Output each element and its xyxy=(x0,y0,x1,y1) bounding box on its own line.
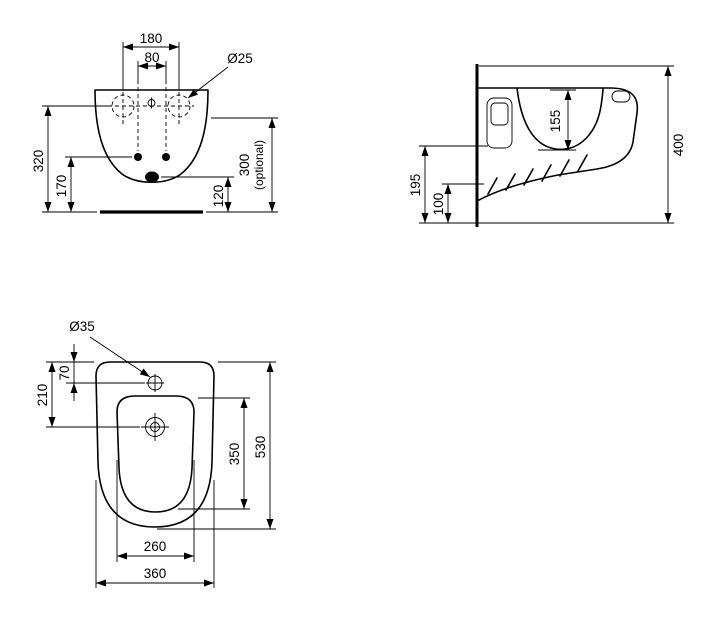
dim-155: 155 xyxy=(538,89,576,151)
dim-180: 180 xyxy=(122,31,180,90)
dim-label-120: 120 xyxy=(211,185,226,208)
side-view: 155 400 195 100 xyxy=(408,64,686,227)
leader-line xyxy=(187,66,229,99)
dim-195: 195 xyxy=(408,145,488,223)
dim-label-80: 80 xyxy=(144,50,159,65)
dim-170: 170 xyxy=(54,156,132,212)
bidet-side-profile xyxy=(478,87,639,201)
dim-label-530: 530 xyxy=(253,436,268,459)
supply-hole-left xyxy=(134,153,142,161)
leader-line xyxy=(89,336,151,378)
dim-260: 260 xyxy=(116,460,195,562)
bidet-front-outline xyxy=(94,89,209,183)
dia-25-label: Ø25 xyxy=(227,51,253,66)
dim-label-300-note: (optional) xyxy=(252,140,266,190)
slat-line xyxy=(505,173,516,191)
fixing-box-inner xyxy=(490,102,509,126)
drain-hole xyxy=(145,171,159,183)
fixing-box-outline xyxy=(486,97,513,149)
dim-530: 530 xyxy=(157,361,276,530)
dim-label-400: 400 xyxy=(671,134,686,157)
slat-line xyxy=(487,177,498,195)
dim-label-195: 195 xyxy=(408,174,423,197)
dim-300-optional: 300 (optional) xyxy=(211,117,278,212)
dim-320: 320 xyxy=(31,105,108,213)
dim-100: 100 xyxy=(431,183,484,223)
callout-dia-25: Ø25 xyxy=(187,51,253,99)
dim-label-100: 100 xyxy=(431,193,446,216)
dim-label-260: 260 xyxy=(144,539,167,554)
plan-view: Ø35 70 210 350 xyxy=(35,319,276,588)
dim-210: 210 xyxy=(35,362,140,428)
dim-120: 120 xyxy=(161,176,278,213)
dim-label-170: 170 xyxy=(54,175,69,198)
slat-line xyxy=(541,164,552,182)
slat-line xyxy=(577,154,588,172)
dim-label-210: 210 xyxy=(35,384,50,407)
slat-line xyxy=(523,168,534,186)
dim-label-180: 180 xyxy=(140,31,163,46)
slat-line xyxy=(559,159,570,177)
front-view: 180 80 Ø25 320 170 xyxy=(31,31,278,214)
callout-dia-35: Ø35 xyxy=(69,319,151,378)
dim-label-70: 70 xyxy=(57,365,72,380)
dim-label-155: 155 xyxy=(548,110,563,133)
dim-360: 360 xyxy=(95,480,215,588)
dim-label-350: 350 xyxy=(227,443,242,466)
bowl-inner-profile xyxy=(516,87,604,150)
rim-section-detail xyxy=(611,90,631,103)
supply-hole-right xyxy=(162,153,170,161)
dim-label-300: 300 xyxy=(237,154,252,177)
underside-slats xyxy=(487,154,588,195)
dim-80: 80 xyxy=(137,50,167,80)
dia-35-label: Ø35 xyxy=(69,319,95,334)
dim-label-320: 320 xyxy=(31,150,46,173)
bowl-plan-outline xyxy=(116,395,195,513)
dim-label-360: 360 xyxy=(144,566,167,581)
dim-400: 400 xyxy=(664,66,686,223)
